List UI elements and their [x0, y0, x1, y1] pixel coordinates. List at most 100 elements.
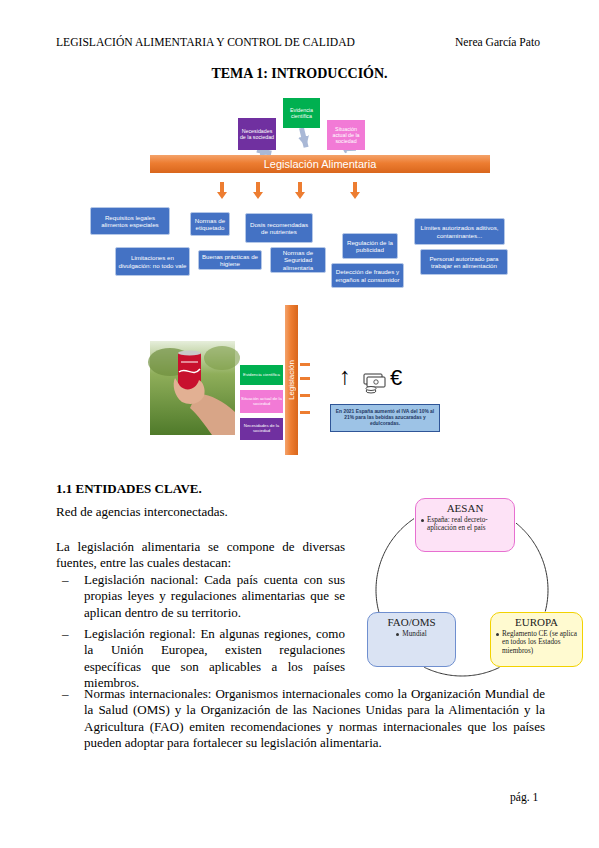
- ring-arc: [424, 667, 499, 676]
- running-header: LEGISLACIÓN ALIMENTARIA Y CONTROL DE CAL…: [56, 35, 416, 51]
- box-heading: AESAN: [447, 502, 484, 516]
- orange-arrow: [295, 182, 305, 199]
- author-name: Nerea García Pato: [455, 35, 565, 51]
- bullet-dash: –: [62, 626, 76, 642]
- box-text: Evidencia científica: [243, 373, 280, 378]
- entity-box: FAO/OMSMundial: [367, 612, 456, 667]
- box-text: Dosis recomendadas de nutrientes: [248, 221, 310, 235]
- text-row: Regulación de la publicidad: [345, 239, 395, 253]
- box-heading: FAO/OMS: [387, 616, 435, 630]
- scope-box: Buenas prácticas de higiene: [198, 250, 262, 270]
- box-text: Normas de etiquetado: [193, 217, 227, 231]
- box-text: España: real decreto- aplicación en el p…: [427, 516, 509, 533]
- bullet-dot: [396, 633, 399, 636]
- photo-can-logo: [181, 362, 198, 363]
- legislation-band: Legislación: [285, 305, 298, 455]
- source-box: Situación actual de la sociedad: [327, 120, 365, 150]
- scope-box: Requisitos legales alimentos especiales: [90, 207, 170, 235]
- box-text: Regulación de la publicidad: [345, 239, 395, 253]
- box-text: Legislación: [288, 360, 296, 400]
- scope-box: Dosis recomendadas de nutrientes: [245, 213, 313, 243]
- bullet-dash: –: [62, 572, 76, 588]
- text-row: Mundial: [396, 630, 426, 639]
- photo-tree: [204, 346, 240, 370]
- box-text: Buenas prácticas de higiene: [201, 253, 259, 267]
- box-text: Mundial: [402, 630, 426, 639]
- box-text: Situación actual de la sociedad: [328, 126, 364, 144]
- text-row: Necesidades de la sociedad: [241, 424, 282, 433]
- box-text: Limitaciones en divulgación: no todo val…: [118, 254, 187, 268]
- text-row: Reglamento CE (se aplica en todos los Es…: [496, 630, 577, 656]
- bullet-text: Legislación nacional: Cada país cuenta c…: [84, 572, 345, 621]
- euro-symbol: €: [390, 367, 410, 389]
- flow-arrow: [257, 150, 271, 153]
- scope-box: Limitaciones en divulgación: no todo val…: [115, 247, 190, 276]
- text-row: Requisitos legales alimentos especiales: [93, 214, 167, 228]
- body-text: La legislación alimentaria se compone de…: [56, 539, 345, 572]
- text-row: Detección de fraudes y engaños al consum…: [334, 268, 401, 282]
- source-box: Necesidades de la sociedad: [238, 118, 276, 150]
- orange-arrows: [217, 182, 360, 199]
- bullet-text: Legislación regional: En algunas regione…: [84, 626, 345, 692]
- text-row: Normas de etiquetado: [193, 217, 227, 231]
- photo-hand: [174, 378, 205, 404]
- text-row: España: real decreto- aplicación en el p…: [421, 516, 509, 533]
- scope-box: Detección de fraudes y engaños al consum…: [331, 263, 404, 288]
- photo-can-top: [178, 351, 201, 356]
- ring-arc: [516, 523, 548, 611]
- banknote: [367, 377, 385, 387]
- orange-dashes: [300, 363, 310, 414]
- orange-arrow: [253, 182, 263, 199]
- text-row: Dosis recomendadas de nutrientes: [248, 221, 310, 235]
- text-row: Límites autorizados aditivos, contaminan…: [417, 224, 502, 238]
- money-icon: [364, 374, 385, 393]
- source-box: Evidencia científica: [240, 365, 283, 385]
- source-box: Situación actual de la sociedad: [240, 390, 283, 413]
- box-text: Situación actual de la sociedad: [241, 397, 282, 406]
- source-box: Evidencia científica: [283, 98, 320, 128]
- scope-box: Regulación de la publicidad: [342, 233, 398, 259]
- box-text: Reglamento CE (se aplica en todos los Es…: [502, 630, 577, 656]
- orange-dash: [300, 377, 310, 380]
- section-heading: 1.1 ENTIDADES CLAVE.: [56, 481, 306, 497]
- text-row: Necesidades de la sociedad: [239, 128, 275, 140]
- bullet-text: Normas internacionales: Organismos inter…: [84, 686, 545, 752]
- box-text: Detección de fraudes y engaños al consum…: [334, 268, 401, 282]
- box-heading: EUROPA: [515, 616, 558, 630]
- box-text: Necesidades de la sociedad: [239, 128, 275, 140]
- body-text: Red de agencias interconectadas.: [56, 504, 346, 520]
- flow-arrow: [344, 150, 346, 151]
- text-row: Evidencia científica: [243, 373, 280, 378]
- source-box: Necesidades de la sociedad: [240, 418, 283, 440]
- text-row: AESAN: [447, 502, 484, 516]
- text-row: Normas de Seguridad alimentaria: [273, 249, 323, 270]
- increase-symbol: ↑: [339, 364, 359, 388]
- box-text: Personal autorizado para trabajar en ali…: [423, 255, 505, 269]
- text-row: Buenas prácticas de higiene: [201, 253, 259, 267]
- flow-arrow: [302, 128, 307, 147]
- text-row: Situación actual de la sociedad: [328, 126, 364, 144]
- bullet-dash: –: [62, 686, 76, 702]
- page-number: pág. 1: [510, 790, 570, 806]
- fact-box: En 2021 España aumentó el IVA del 10% al…: [330, 404, 440, 432]
- box-text: En 2021 España aumentó el IVA del 10% al…: [334, 409, 436, 427]
- text-row: Legislación Alimentaria: [264, 159, 377, 170]
- text-row: Evidencia científica: [284, 107, 319, 119]
- bullet-dot: [421, 519, 424, 522]
- banknote-mark: [374, 380, 378, 384]
- scope-box: Personal autorizado para trabajar en ali…: [420, 249, 508, 275]
- text-row: FAO/OMS: [387, 616, 435, 630]
- orange-dash: [300, 394, 310, 397]
- text-row: EUROPA: [515, 616, 558, 630]
- ring-arc: [376, 519, 414, 612]
- orange-arrow: [350, 182, 360, 199]
- box-text: Normas de Seguridad alimentaria: [273, 249, 323, 270]
- box-text: Legislación Alimentaria: [264, 159, 377, 170]
- orange-dash: [300, 363, 310, 366]
- scope-box: Normas de etiquetado: [190, 212, 230, 236]
- text-row: En 2021 España aumentó el IVA del 10% al…: [334, 409, 436, 427]
- coke-photo: [148, 341, 240, 435]
- entity-box: AESANEspaña: real decreto- aplicación en…: [415, 498, 515, 552]
- page-title: TEMA 1: INTRODUCCIÓN.: [0, 66, 599, 82]
